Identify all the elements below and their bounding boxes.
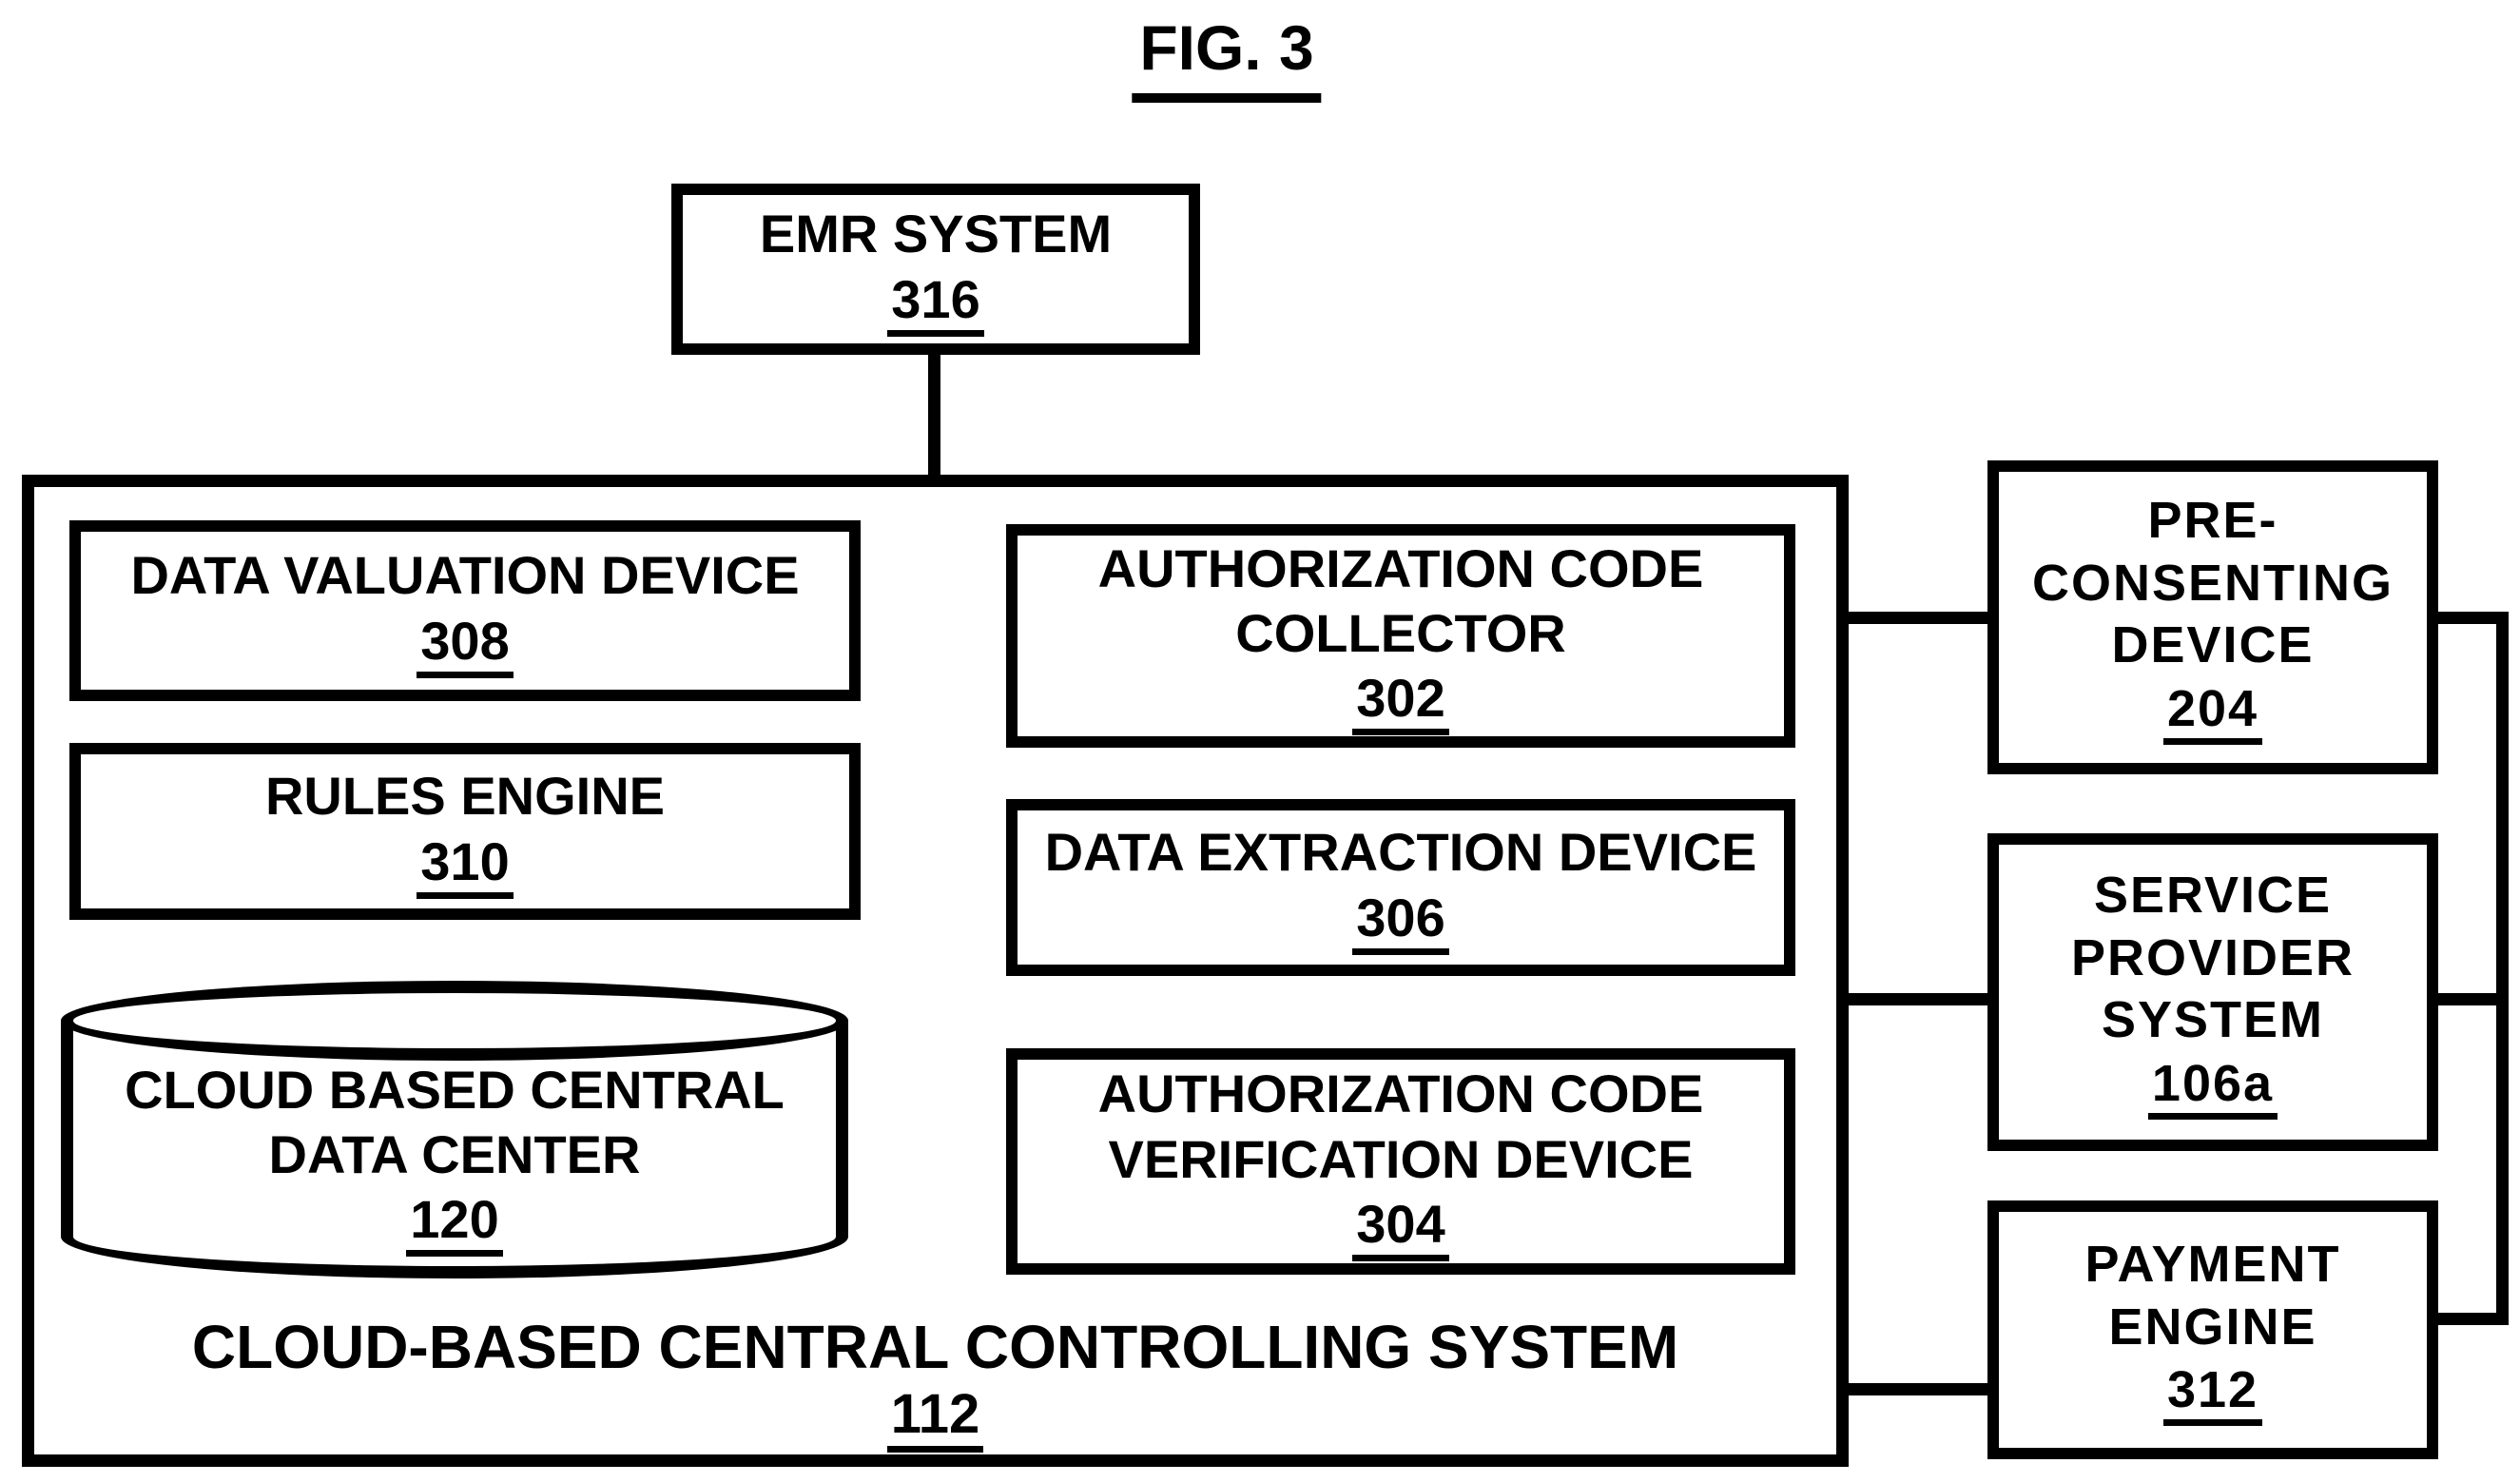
data-valuation-device-box: DATA VALUATION DEVICE 308 <box>69 520 861 701</box>
pre-consenting-device-label-line3: DEVICE <box>2111 616 2315 674</box>
rules-engine-ref: 310 <box>417 834 514 899</box>
payment-engine-box: PAYMENT ENGINE 312 <box>1987 1200 2438 1459</box>
cloud-data-center-label-line2: DATA CENTER <box>268 1124 641 1184</box>
controlling-system-caption: CLOUD-BASED CENTRAL CONTROLLING SYSTEM 1… <box>22 1317 1849 1453</box>
authorization-code-collector-label-line1: AUTHORIZATION CODE <box>1097 537 1704 598</box>
figure-title-text: FIG. 3 <box>1132 11 1322 103</box>
rules-engine-box: RULES ENGINE 310 <box>69 743 861 920</box>
data-valuation-device-label: DATA VALUATION DEVICE <box>130 545 800 606</box>
service-provider-system-label-line3: SYSTEM <box>2101 991 2325 1049</box>
data-extraction-device-box: DATA EXTRACTION DEVICE 306 <box>1006 799 1795 976</box>
pre-consenting-device-box: PRE- CONSENTING DEVICE 204 <box>1987 460 2438 774</box>
service-provider-system-label-line1: SERVICE <box>2093 866 2333 924</box>
connector-main-to-service-provider <box>1843 993 1993 1005</box>
authorization-code-collector-box: AUTHORIZATION CODE COLLECTOR 302 <box>1006 524 1795 748</box>
authorization-code-collector-label-line2: COLLECTOR <box>1235 603 1566 663</box>
data-extraction-device-label: DATA EXTRACTION DEVICE <box>1044 822 1757 883</box>
authorization-code-verification-ref: 304 <box>1352 1197 1449 1261</box>
cloud-data-center-label-group: CLOUD BASED CENTRAL DATA CENTER 120 <box>61 1049 848 1265</box>
connector-main-to-payment-engine <box>1843 1383 1993 1395</box>
data-valuation-device-ref: 308 <box>417 614 514 678</box>
emr-system-label: EMR SYSTEM <box>759 204 1113 264</box>
authorization-code-verification-label-line1: AUTHORIZATION CODE <box>1097 1063 1704 1124</box>
emr-system-ref: 316 <box>887 272 984 337</box>
rules-engine-label: RULES ENGINE <box>264 766 666 827</box>
service-provider-system-ref: 106a <box>2147 1058 2278 1121</box>
authorization-code-verification-label-line2: VERIFICATION DEVICE <box>1108 1128 1694 1189</box>
connector-service-provider-to-bus <box>2433 993 2509 1005</box>
pre-consenting-device-label-line1: PRE- <box>2147 491 2278 549</box>
connector-emr-to-main <box>928 348 940 481</box>
connector-pre-consenting-to-bus <box>2433 612 2509 624</box>
cloud-data-center-label-line1: CLOUD BASED CENTRAL <box>125 1059 785 1120</box>
data-extraction-device-ref: 306 <box>1352 890 1449 955</box>
payment-engine-label-line1: PAYMENT <box>2084 1235 2341 1293</box>
controlling-system-ref: 112 <box>886 1387 984 1453</box>
pre-consenting-device-label-line2: CONSENTING <box>2031 554 2394 612</box>
authorization-code-collector-ref: 302 <box>1352 672 1449 736</box>
figure-title: FIG. 3 <box>1132 11 1322 103</box>
right-vertical-bus <box>2496 612 2509 1325</box>
controlling-system-label: CLOUD-BASED CENTRAL CONTROLLING SYSTEM <box>191 1313 1679 1381</box>
service-provider-system-label-line2: PROVIDER <box>2070 928 2355 986</box>
authorization-code-verification-box: AUTHORIZATION CODE VERIFICATION DEVICE 3… <box>1006 1048 1795 1275</box>
cloud-data-center-ref: 120 <box>406 1193 503 1258</box>
cloud-data-center-cylinder: CLOUD BASED CENTRAL DATA CENTER 120 <box>61 981 848 1278</box>
payment-engine-ref: 312 <box>2162 1364 2263 1427</box>
payment-engine-label-line2: ENGINE <box>2108 1298 2317 1356</box>
pre-consenting-device-ref: 204 <box>2162 683 2263 746</box>
cylinder-body <box>61 1021 848 1278</box>
service-provider-system-box: SERVICE PROVIDER SYSTEM 106a <box>1987 833 2438 1151</box>
emr-system-box: EMR SYSTEM 316 <box>671 184 1200 355</box>
connector-payment-engine-to-bus <box>2433 1313 2509 1325</box>
connector-main-to-pre-consenting <box>1843 612 1993 624</box>
